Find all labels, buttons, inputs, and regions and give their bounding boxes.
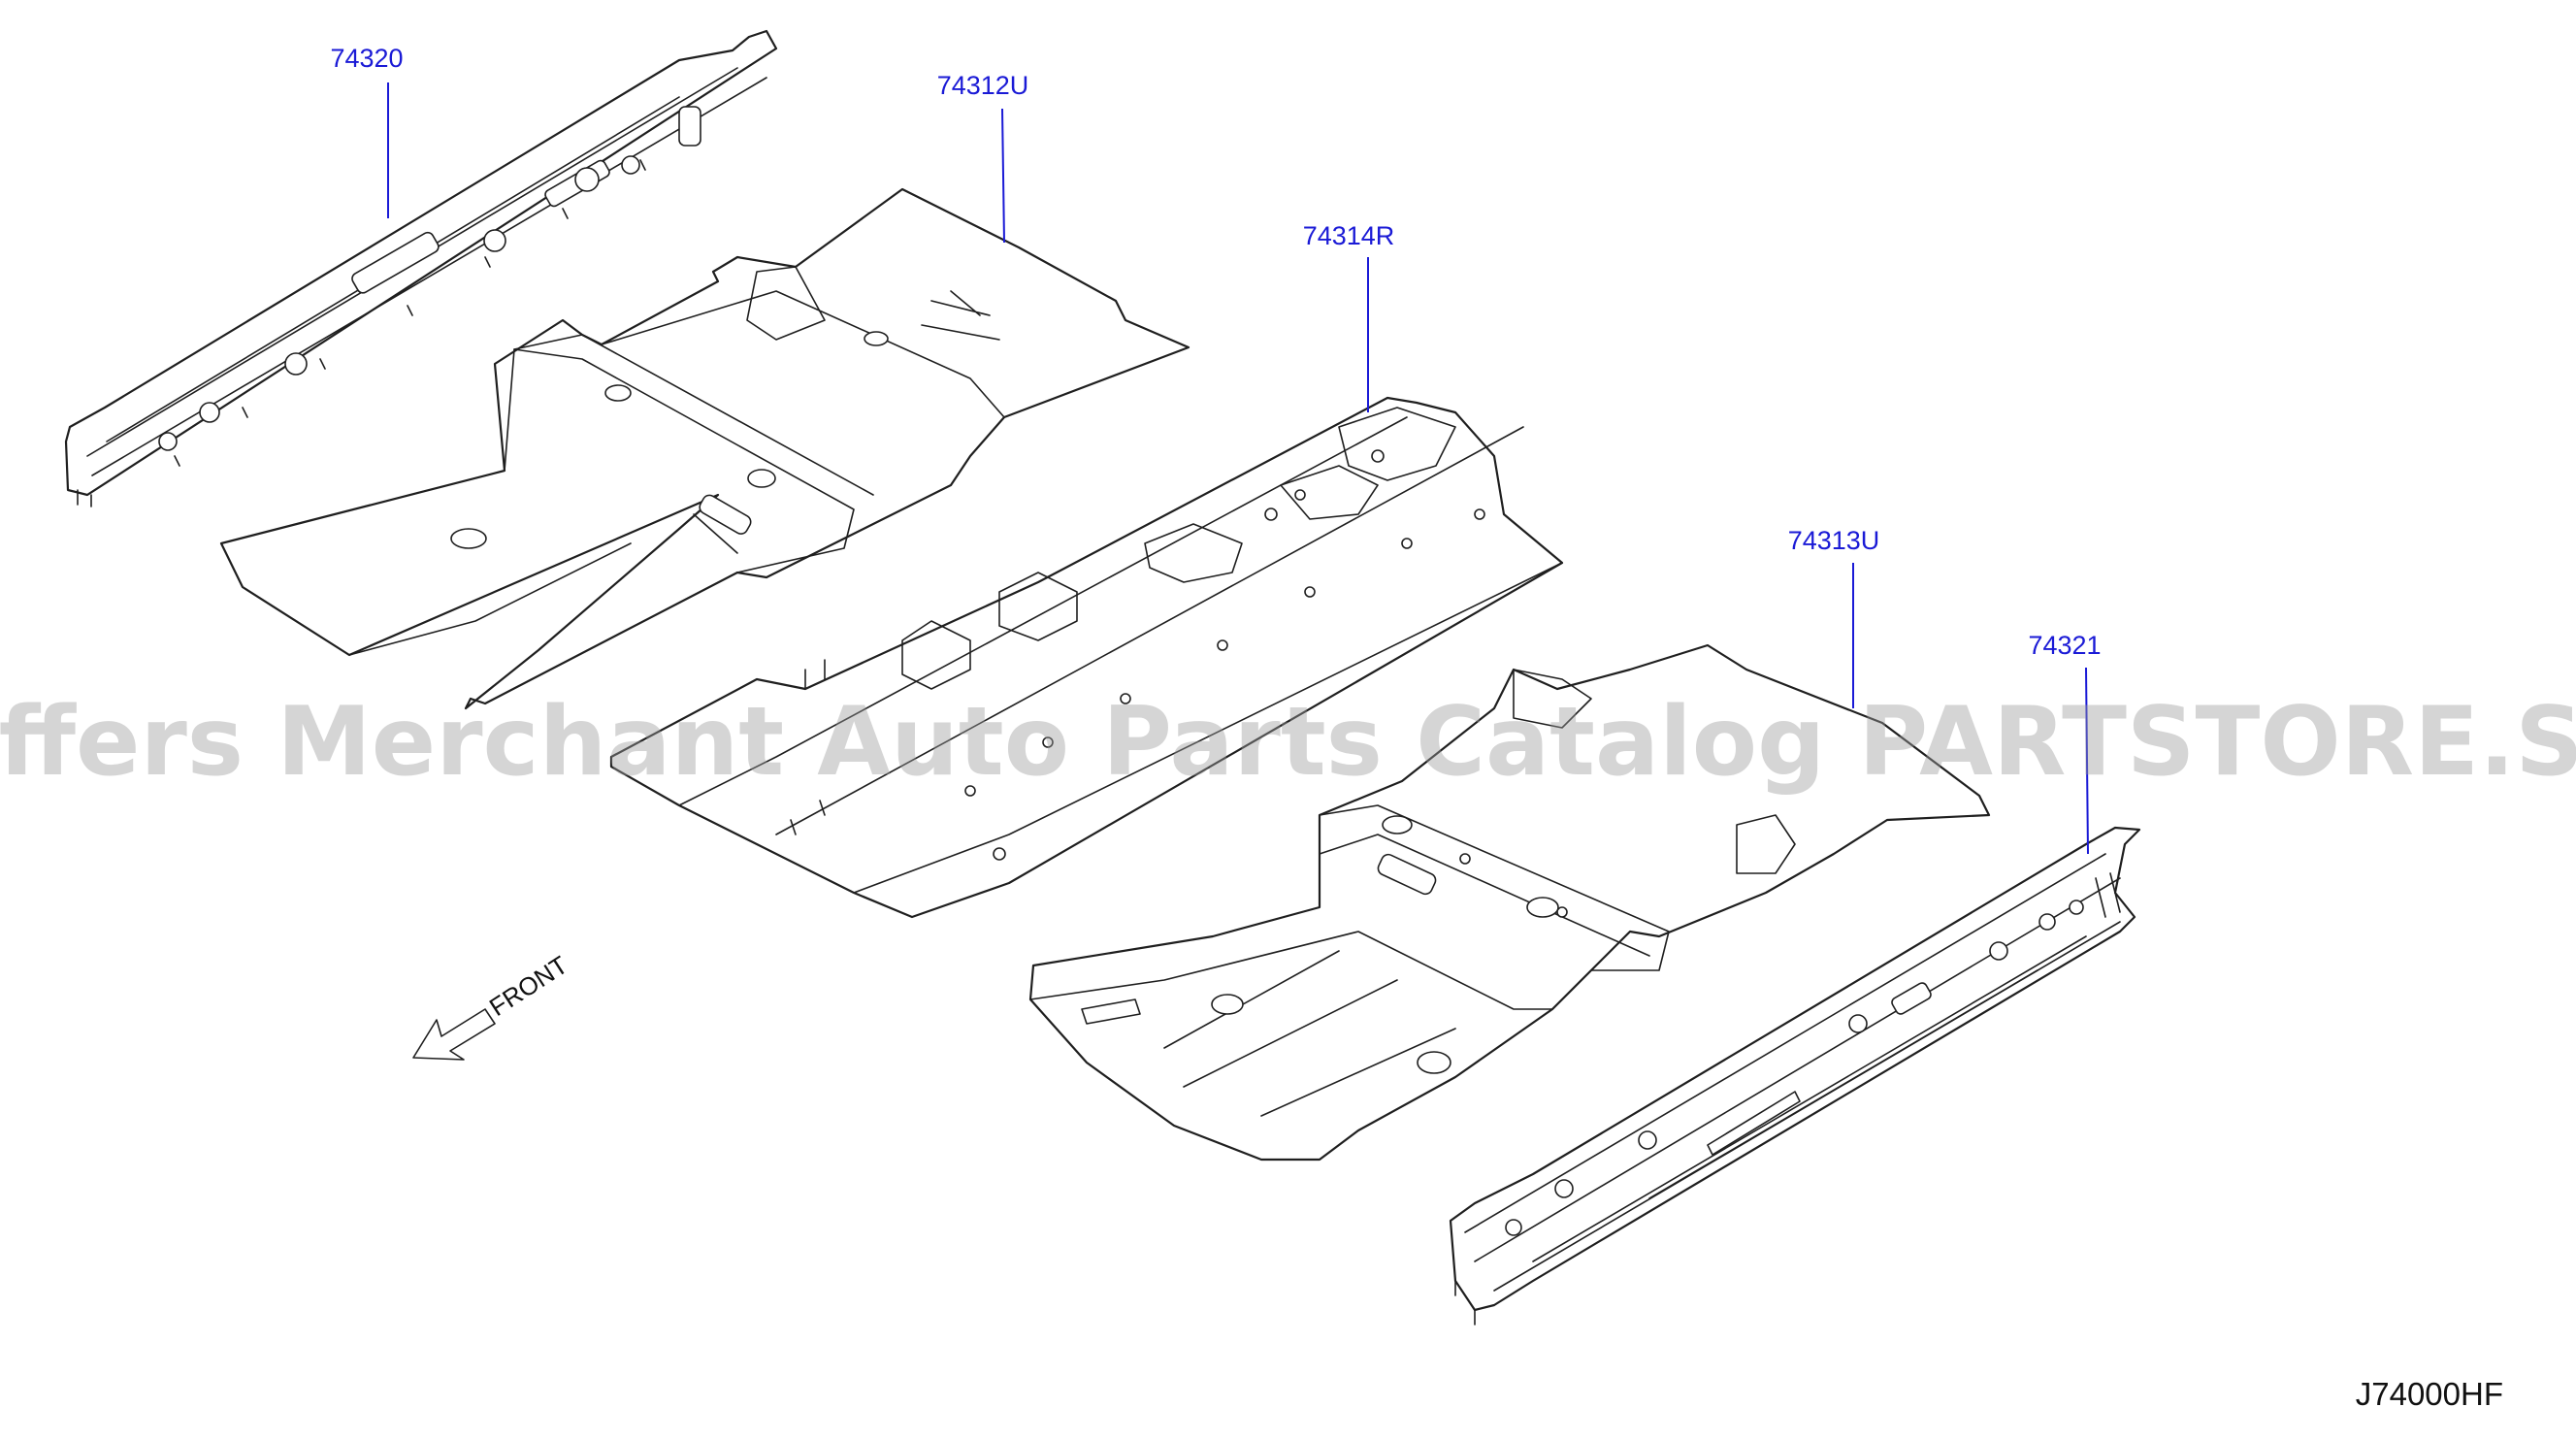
part-label-74320: 74320 bbox=[330, 44, 403, 73]
part-label-74313u: 74313U bbox=[1788, 526, 1880, 555]
part-74321-sill-right[interactable] bbox=[1449, 826, 2141, 1325]
watermark: Offers Merchant Auto Parts Catalog PARTS… bbox=[0, 687, 2576, 798]
part-label-74321: 74321 bbox=[2028, 631, 2101, 660]
part-74320-callout[interactable]: 74320 bbox=[330, 44, 404, 218]
part-74312u-callout[interactable]: 74312U bbox=[937, 71, 1029, 244]
leader-line-74312u bbox=[1001, 108, 1005, 244]
part-74320-sill-left[interactable] bbox=[64, 29, 778, 507]
part-74312u-front-floor[interactable] bbox=[219, 187, 1190, 710]
front-direction-indicator: FRONT bbox=[412, 950, 573, 1061]
part-74314r-center-floor[interactable] bbox=[609, 396, 1564, 919]
part-label-74314r: 74314R bbox=[1303, 221, 1395, 250]
diagram-code: J74000HF bbox=[2356, 1376, 2503, 1412]
part-74313u-callout[interactable]: 74313U bbox=[1788, 526, 1880, 708]
front-label: FRONT bbox=[484, 950, 573, 1022]
leader-line-74321 bbox=[2085, 667, 2089, 855]
part-74321-callout[interactable]: 74321 bbox=[2028, 631, 2102, 855]
part-label-74312u: 74312U bbox=[937, 71, 1029, 100]
part-74313u-floor[interactable] bbox=[1028, 643, 1991, 1162]
part-74314r-callout[interactable]: 74314R bbox=[1303, 221, 1395, 412]
front-arrow-icon bbox=[412, 1008, 496, 1061]
